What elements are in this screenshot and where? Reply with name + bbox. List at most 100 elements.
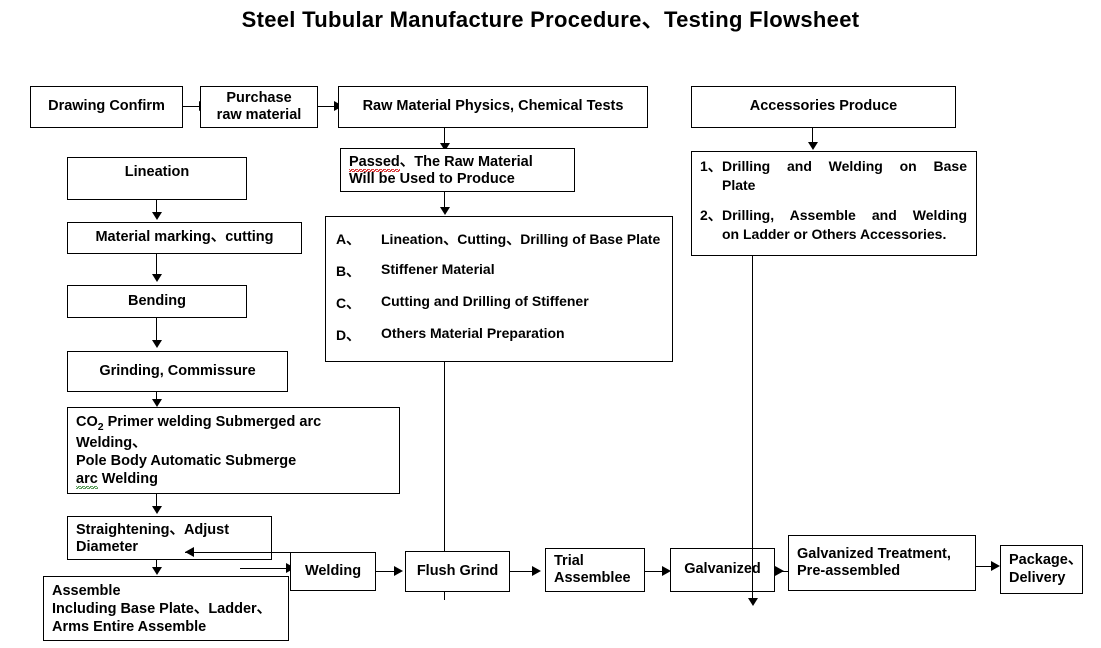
node-trial-assemblee-line1: Trial: [554, 552, 584, 569]
node-galvanized-treatment-line1: Galvanized Treatment,: [797, 545, 951, 562]
node-passed-note-line2: Will be Used to Produce: [349, 171, 515, 188]
spellcheck-underline-arc: arc: [76, 471, 98, 490]
node-galvanized-label: Galvanized: [684, 561, 761, 578]
node-assemble-line2: Including Base Plate、Ladder、: [52, 601, 272, 618]
spellcheck-underline-passed: Passed: [349, 154, 400, 172]
arrowhead-welding-to-straightening: [185, 547, 194, 557]
node-co2-welding-line1-post: Primer welding Submerged arc: [103, 414, 322, 430]
node-package-delivery-line2: Delivery: [1009, 569, 1066, 586]
prep-item-text-b: Stiffener Material: [381, 261, 495, 277]
node-co2-welding[interactable]: CO2 Primer welding Submerged arc Welding…: [67, 407, 400, 494]
accessories-item-key-1: 1、: [700, 158, 722, 174]
node-accessories-produce-label: Accessories Produce: [749, 98, 898, 115]
node-grinding-commissure[interactable]: Grinding, Commissure: [67, 351, 288, 392]
node-passed-note-line1-rest: 、The Raw Material: [399, 154, 533, 170]
node-package-delivery[interactable]: Package、 Delivery: [1000, 545, 1083, 594]
node-material-marking[interactable]: Material marking、cutting: [67, 222, 302, 254]
connector-welding-to-straightening: [185, 552, 303, 553]
arrowhead-passed-to-prep-list: [440, 207, 450, 215]
arrowhead-lineation-to-marking: [152, 212, 162, 220]
connector-lineation-to-marking: [156, 200, 157, 214]
node-straightening-line1: Straightening、Adjust: [76, 522, 230, 538]
node-assemble-line3: Arms Entire Assemble: [52, 619, 207, 636]
arrowhead-accessories-to-galvanized: [748, 598, 758, 606]
node-drawing-confirm-label: Drawing Confirm: [48, 98, 165, 115]
arrowhead-grinding-to-co2: [152, 399, 162, 407]
arrowhead-galvanized-to-treatment: [775, 566, 784, 576]
accessories-item-line2-1: Plate: [722, 177, 756, 193]
connector-passed-to-prep-list: [444, 192, 445, 209]
accessories-item-key-2: 2、: [700, 207, 722, 223]
connector-flush-grind-to-trial: [510, 571, 536, 572]
arrowhead-accessories-to-steps: [808, 142, 818, 150]
node-raw-material-tests[interactable]: Raw Material Physics, Chemical Tests: [338, 86, 648, 128]
node-accessories-steps[interactable]: [691, 151, 977, 256]
arrowhead-trial-to-galvanized: [662, 566, 671, 576]
node-accessories-produce[interactable]: Accessories Produce: [691, 86, 956, 128]
prep-item-text-d: Others Material Preparation: [381, 325, 565, 341]
arrowhead-marking-to-bending: [152, 274, 162, 282]
node-co2-welding-line2: Welding、: [76, 435, 147, 452]
node-trial-assemblee-line2: Assemblee: [554, 570, 631, 586]
node-flush-grind[interactable]: Flush Grind: [405, 551, 510, 592]
arrowhead-treatment-to-package: [991, 561, 1000, 571]
node-straightening-line2: Diameter: [76, 539, 139, 556]
node-co2-welding-line4: arc Welding: [76, 470, 321, 490]
arrowhead-flush-grind-to-trial: [532, 566, 541, 576]
node-material-preparation-list[interactable]: [325, 216, 673, 362]
node-purchase-raw-material[interactable]: Purchase raw material: [200, 86, 318, 128]
node-welding[interactable]: Welding: [290, 552, 376, 591]
connector-welding-to-flush-grind: [376, 571, 396, 572]
connector-drawing-to-purchase: [183, 106, 201, 107]
prep-item-text-a: Lineation、Cutting、Drilling of Base Plate: [381, 231, 661, 247]
node-co2-welding-line3: Pole Body Automatic Submerge: [76, 453, 297, 470]
accessories-item-line2-2: on Ladder or Others Accessories.: [722, 226, 947, 242]
node-lineation-label: Lineation: [124, 164, 190, 180]
arrowhead-tests-to-passed: [440, 143, 450, 151]
node-passed-note-line1: Passed、The Raw Material: [349, 154, 533, 172]
connector-accessories-to-steps: [812, 128, 813, 145]
prep-item-key-d: D、: [336, 327, 361, 343]
connector-trial-to-galvanized: [645, 571, 667, 572]
node-galvanized-treatment-line2: Pre-assembled: [797, 563, 901, 579]
node-passed-note[interactable]: Passed、The Raw Material Will be Used to …: [340, 148, 575, 192]
node-bending-label: Bending: [128, 292, 186, 309]
node-lineation[interactable]: Lineation: [67, 157, 247, 200]
connector-straightening-to-assemble: [156, 560, 157, 570]
connector-assemble-to-welding: [240, 568, 295, 569]
node-co2-welding-line4-rest: Welding: [97, 471, 158, 488]
node-bending[interactable]: Bending: [67, 285, 247, 318]
prep-item-key-a: A、: [336, 231, 361, 247]
connector-treatment-to-package: [976, 566, 996, 567]
connector-prep-list-to-flush-grind: [444, 362, 445, 600]
node-co2-welding-line1-pre: CO: [76, 414, 98, 430]
accessories-item-line1-1: Drilling and Welding on Base: [722, 158, 967, 174]
node-assemble[interactable]: Assemble Including Base Plate、Ladder、 Ar…: [43, 576, 289, 641]
node-assemble-line1: Assemble: [52, 583, 121, 599]
node-purchase-raw-material-line2: raw material: [216, 107, 302, 123]
node-galvanized-treatment[interactable]: Galvanized Treatment, Pre-assembled: [788, 535, 976, 591]
node-grinding-commissure-label: Grinding, Commissure: [99, 362, 256, 379]
node-straightening[interactable]: Straightening、Adjust Diameter: [67, 516, 272, 560]
prep-item-text-c: Cutting and Drilling of Stiffener: [381, 293, 589, 309]
connector-marking-to-bending: [156, 254, 157, 276]
arrowhead-welding-to-flush-grind: [394, 566, 403, 576]
prep-item-key-b: B、: [336, 263, 361, 279]
connector-grinding-to-co2: [156, 392, 157, 401]
accessories-item-line1-2: Drilling, Assemble and Welding: [722, 207, 967, 223]
node-trial-assemblee[interactable]: Trial Assemblee: [545, 548, 645, 592]
connector-accessories-to-galvanized: [752, 256, 753, 602]
node-galvanized[interactable]: Galvanized: [670, 548, 775, 592]
node-package-delivery-line1: Package、: [1009, 552, 1083, 569]
connector-tests-to-passed: [444, 128, 445, 146]
connector-galvanized-to-treatment: [775, 571, 793, 572]
node-co2-welding-line1: CO2 Primer welding Submerged arc: [76, 413, 321, 434]
node-co2-subscript-2: 2: [97, 420, 104, 433]
prep-item-key-c: C、: [336, 295, 361, 311]
arrowhead-co2-to-straightening: [152, 506, 162, 514]
node-drawing-confirm[interactable]: Drawing Confirm: [30, 86, 183, 128]
arrowhead-bending-to-grinding: [152, 340, 162, 348]
node-material-marking-label: Material marking、cutting: [95, 229, 274, 246]
page-title: Steel Tubular Manufacture Procedure、Test…: [241, 7, 860, 32]
node-raw-material-tests-label: Raw Material Physics, Chemical Tests: [362, 98, 624, 115]
